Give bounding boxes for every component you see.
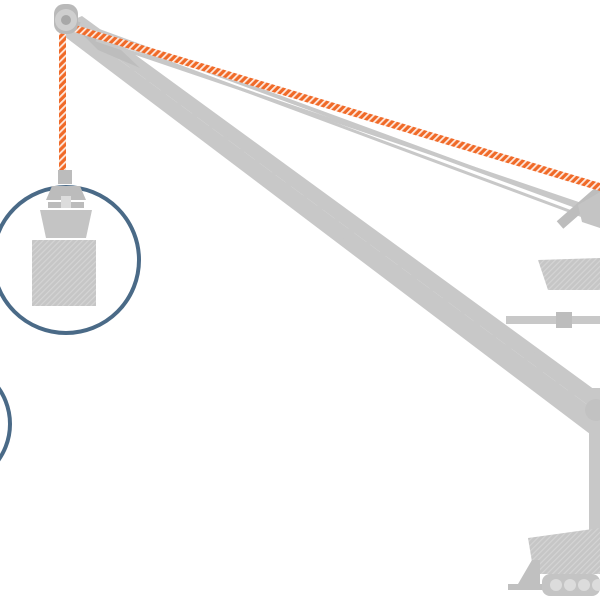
track-rollers bbox=[550, 579, 600, 591]
lacing-cross bbox=[525, 363, 554, 381]
mast-column bbox=[589, 388, 600, 538]
lacing-cross bbox=[400, 270, 428, 288]
crawler-track-icon bbox=[508, 528, 600, 596]
pendant-line-lower bbox=[81, 28, 589, 220]
lacing-cross bbox=[338, 224, 365, 241]
lacing-diagonal bbox=[540, 374, 570, 393]
hoist-line bbox=[59, 28, 66, 178]
hoist-cable bbox=[59, 21, 600, 191]
lacing-diagonal bbox=[353, 235, 381, 253]
mast-stay-collar bbox=[556, 312, 572, 328]
outrigger-pad bbox=[518, 560, 540, 584]
lacing-cross bbox=[431, 294, 459, 311]
lacing-diagonal bbox=[166, 96, 192, 113]
lacing-cross bbox=[151, 84, 176, 101]
boom-lattice bbox=[56, 16, 600, 434]
boom-lacing bbox=[89, 27, 600, 417]
carbody bbox=[528, 528, 600, 574]
lacing-diagonal bbox=[291, 188, 318, 206]
lacing-diagonal bbox=[135, 72, 160, 89]
lacing-diagonal bbox=[229, 142, 255, 159]
lacing-cross bbox=[493, 340, 522, 358]
lacing-diagonal bbox=[447, 305, 475, 323]
pendant-line-third bbox=[95, 38, 587, 208]
counterweight-block bbox=[538, 258, 600, 290]
lacing-cross bbox=[307, 201, 333, 217]
luffing-cable bbox=[62, 21, 600, 191]
lacing-cross bbox=[276, 177, 302, 194]
lacing-diagonal bbox=[260, 165, 286, 183]
lacing-cross bbox=[369, 247, 396, 264]
hook-block-icon bbox=[40, 170, 92, 238]
lacing-diagonal bbox=[415, 281, 444, 300]
lacing-diagonal bbox=[478, 328, 507, 346]
lacing-cross bbox=[120, 61, 144, 77]
lacing-cross bbox=[462, 317, 491, 334]
load-box-icon bbox=[32, 240, 96, 306]
lacing-cross bbox=[556, 387, 585, 404]
boom-chord-top bbox=[68, 16, 600, 414]
lacing-cross bbox=[213, 131, 239, 147]
lacing-diagonal bbox=[322, 212, 349, 230]
lacing-diagonal bbox=[197, 119, 223, 136]
mast-stay-bar bbox=[506, 316, 600, 324]
boom-foot-pin bbox=[585, 399, 600, 421]
lacing-diagonal bbox=[509, 351, 538, 370]
lacing-cross bbox=[244, 154, 270, 171]
gantry-head bbox=[578, 192, 600, 228]
crane-house bbox=[506, 192, 600, 538]
pulley-icon bbox=[54, 4, 78, 34]
lacing-cross bbox=[182, 108, 207, 124]
load-callout bbox=[0, 170, 141, 335]
lacing-diagonal bbox=[384, 258, 412, 276]
secondary-callout-ring bbox=[0, 386, 12, 462]
